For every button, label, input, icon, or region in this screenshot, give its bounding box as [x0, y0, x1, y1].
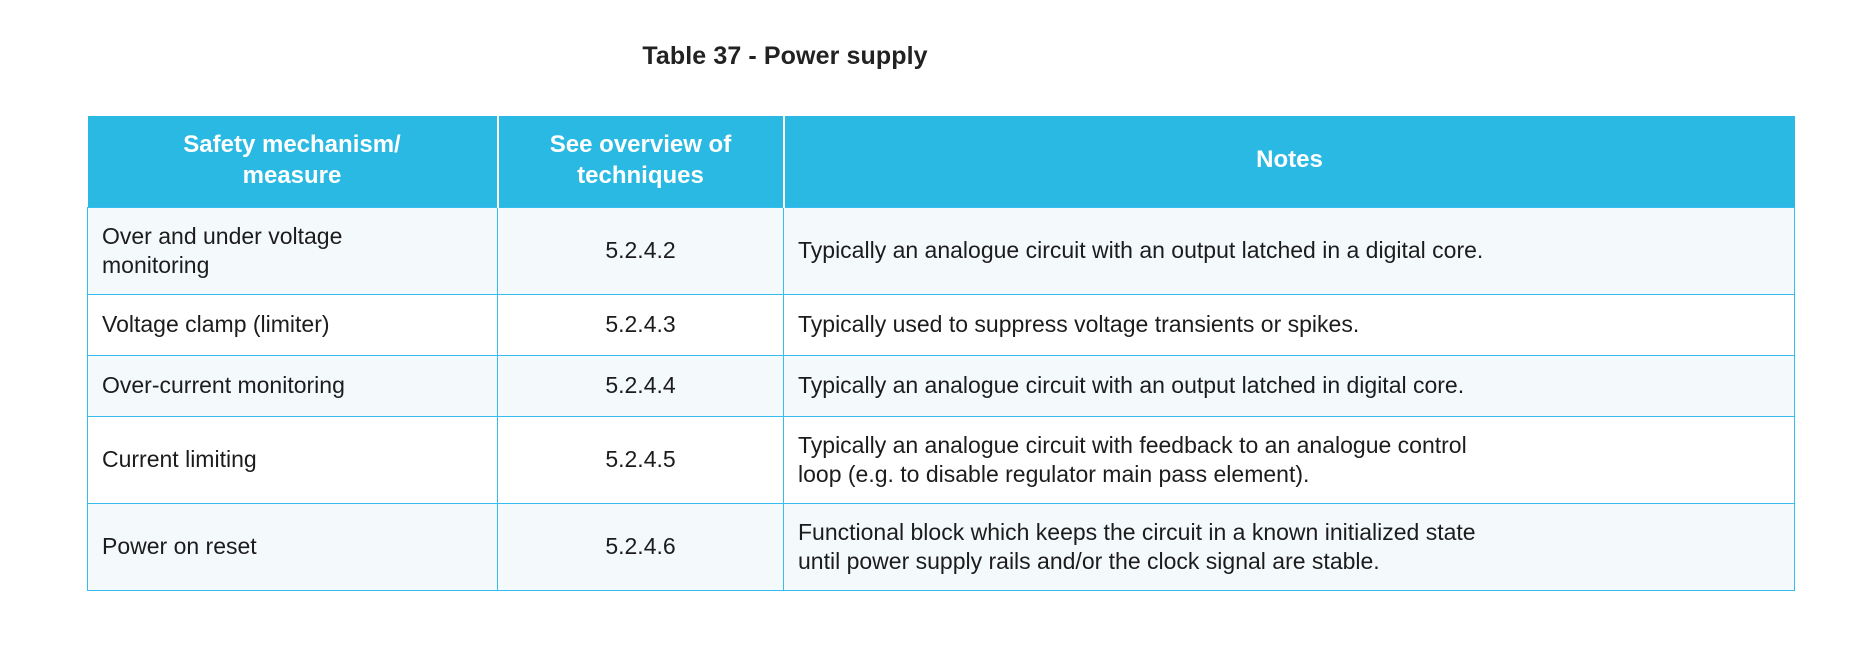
column-header-notes: Notes: [783, 116, 1795, 208]
column-header-see-overview: See overview of techniques: [497, 116, 785, 208]
cell-notes-line1: Typically an analogue circuit with feedb…: [798, 431, 1467, 458]
cell-notes: Typically an analogue circuit with an ou…: [783, 207, 1795, 296]
table-row: Over and under voltage monitoring 5.2.4.…: [87, 207, 1795, 296]
column-header-see-overview-line2: techniques: [577, 161, 704, 189]
table-row: Power on reset 5.2.4.6 Functional block …: [87, 503, 1795, 592]
cell-notes: Typically used to suppress voltage trans…: [783, 294, 1795, 357]
cell-safety-mechanism: Power on reset: [87, 503, 498, 592]
cell-safety-mechanism-line1: Over and under voltage: [102, 222, 343, 249]
table-container: Safety mechanism/ measure See overview o…: [87, 116, 1795, 592]
table-header: Safety mechanism/ measure See overview o…: [87, 116, 1795, 208]
column-header-safety-mechanism-line2: measure: [242, 161, 342, 189]
column-header-safety-mechanism-line1: Safety mechanism/: [183, 131, 401, 158]
cell-notes: Typically an analogue circuit with feedb…: [783, 416, 1795, 505]
column-header-notes-line1: Notes: [1256, 146, 1323, 174]
cell-safety-mechanism-line1: Power on reset: [102, 533, 257, 560]
cell-technique-reference: 5.2.4.6: [497, 503, 784, 592]
cell-safety-mechanism: Current limiting: [87, 416, 498, 505]
cell-technique-reference: 5.2.4.2: [497, 207, 784, 296]
table-body: Over and under voltage monitoring 5.2.4.…: [87, 207, 1795, 592]
cell-technique-reference: 5.2.4.4: [497, 355, 784, 418]
cell-notes: Typically an analogue circuit with an ou…: [783, 355, 1795, 418]
cell-notes-line1: Typically an analogue circuit with an ou…: [798, 372, 1465, 399]
cell-safety-mechanism: Voltage clamp (limiter): [87, 294, 498, 357]
cell-safety-mechanism-line1: Over-current monitoring: [102, 372, 345, 399]
cell-safety-mechanism-line2: monitoring: [102, 252, 210, 279]
column-header-see-overview-line1: See overview of: [549, 131, 732, 158]
cell-safety-mechanism-line1: Voltage clamp (limiter): [102, 311, 330, 338]
cell-notes-line2: until power supply rails and/or the cloc…: [798, 548, 1380, 575]
power-supply-safety-table: Safety mechanism/ measure See overview o…: [87, 116, 1795, 592]
table-row: Over-current monitoring 5.2.4.4 Typicall…: [87, 355, 1795, 418]
table-row: Voltage clamp (limiter) 5.2.4.3 Typicall…: [87, 294, 1795, 357]
cell-notes-line1: Functional block which keeps the circuit…: [798, 518, 1476, 545]
cell-notes-line2: loop (e.g. to disable regulator main pas…: [798, 461, 1310, 488]
cell-notes: Functional block which keeps the circuit…: [783, 503, 1795, 592]
column-header-safety-mechanism: Safety mechanism/ measure: [87, 116, 499, 208]
cell-safety-mechanism: Over-current monitoring: [87, 355, 498, 418]
cell-safety-mechanism-line1: Current limiting: [102, 446, 257, 473]
table-header-row: Safety mechanism/ measure See overview o…: [87, 116, 1795, 208]
cell-technique-reference: 5.2.4.5: [497, 416, 784, 505]
cell-technique-reference: 5.2.4.3: [497, 294, 784, 357]
cell-safety-mechanism: Over and under voltage monitoring: [87, 207, 498, 296]
cell-notes-line1: Typically used to suppress voltage trans…: [798, 311, 1360, 338]
table-caption: Table 37 - Power supply: [642, 42, 928, 70]
table-row: Current limiting 5.2.4.5 Typically an an…: [87, 416, 1795, 505]
cell-notes-line1: Typically an analogue circuit with an ou…: [798, 237, 1484, 264]
